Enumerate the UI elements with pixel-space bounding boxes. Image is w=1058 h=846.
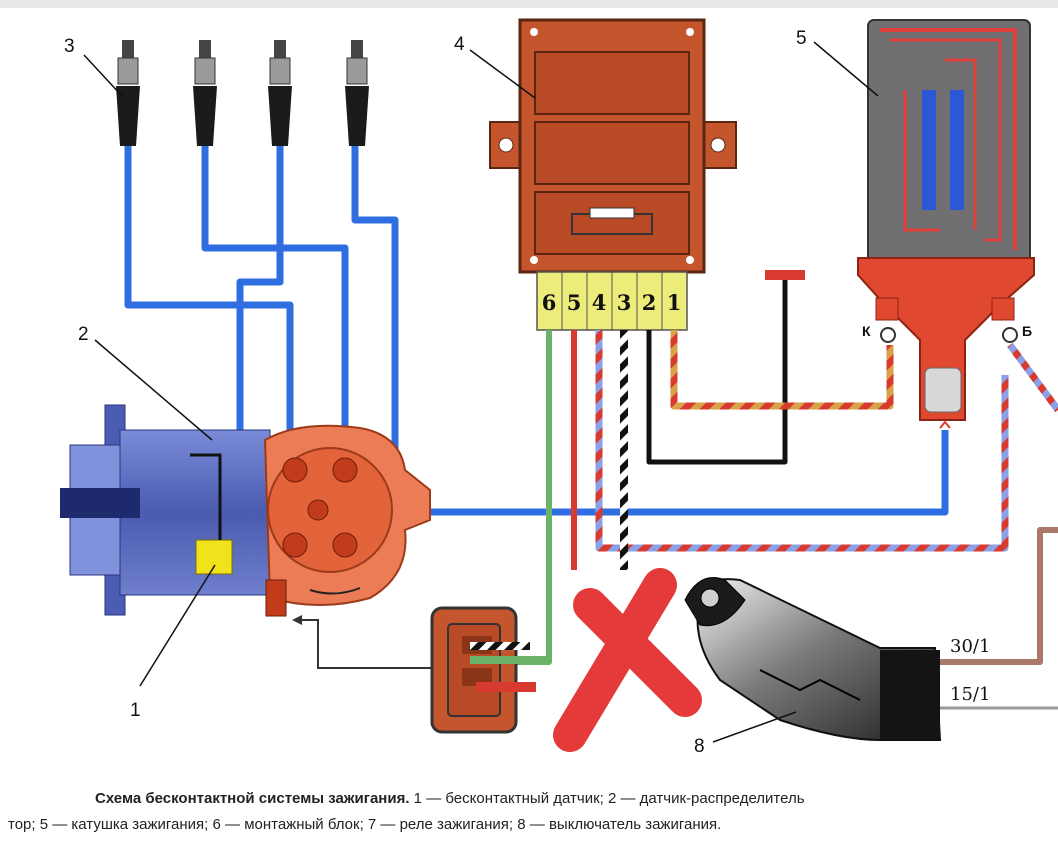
spark-plug-1 bbox=[116, 40, 140, 146]
terminal-b-ring bbox=[1002, 327, 1018, 343]
pin-label-6: 6 bbox=[542, 290, 557, 315]
wire-coil-b-out bbox=[1007, 342, 1058, 413]
wire-label-15: 15/1 bbox=[950, 684, 990, 705]
top-bar bbox=[0, 0, 1058, 8]
hall-sensor bbox=[195, 539, 233, 575]
callout-1: 1 bbox=[130, 700, 141, 721]
caption-line-2: тор; 5 — катушка зажигания; 6 — монтажны… bbox=[8, 816, 722, 833]
module-pin-block: 6 5 4 3 2 1 bbox=[536, 271, 688, 331]
spark-plug-4 bbox=[345, 40, 369, 146]
ignition-switch bbox=[684, 577, 942, 741]
figure-caption: Схема бесконтактной системы зажигания. 1… bbox=[0, 786, 1058, 838]
pin-label-5: 5 bbox=[567, 290, 582, 315]
callout-5: 5 bbox=[796, 28, 807, 49]
wire-pin2-black bbox=[646, 280, 788, 465]
wire-pin1-red-yellow bbox=[670, 330, 894, 410]
terminal-k-label: К bbox=[862, 323, 871, 339]
sensor-signal-line bbox=[298, 619, 432, 669]
mounting-block-connector bbox=[430, 606, 550, 734]
caption-line-1: Схема бесконтактной системы зажигания. 1… bbox=[0, 786, 1058, 812]
commutator-module bbox=[489, 18, 737, 274]
callout-2: 2 bbox=[78, 324, 89, 345]
pin-label-1: 1 bbox=[667, 290, 682, 315]
key-slot-icon bbox=[700, 588, 720, 608]
t-connector bbox=[765, 270, 805, 280]
callout-leaders bbox=[83, 41, 879, 743]
hv-wire-coil bbox=[320, 430, 949, 516]
wire-pin4-red-blue bbox=[595, 330, 1009, 552]
pin-label-4: 4 bbox=[592, 290, 607, 315]
hv-wires bbox=[124, 146, 949, 544]
terminal-b-label: Б bbox=[1022, 323, 1032, 339]
terminal-k-ring bbox=[880, 327, 896, 343]
ignition-diagram: 6 5 4 3 2 1 К Б bbox=[60, 18, 1058, 757]
caption-line-1-rest: 1 — бесконтактный датчик; 2 — датчик-рас… bbox=[409, 790, 805, 807]
ignition-coil: К Б bbox=[857, 19, 1035, 429]
caption-title: Схема бесконтактной системы зажигания. bbox=[95, 790, 410, 807]
red-cross-mark bbox=[553, 568, 702, 752]
spark-plug-3 bbox=[268, 40, 292, 146]
callout-3: 3 bbox=[64, 36, 75, 57]
callout-4: 4 bbox=[454, 34, 465, 55]
callout-8: 8 bbox=[694, 736, 705, 757]
distributor bbox=[60, 404, 431, 617]
hv-wire-1 bbox=[124, 146, 294, 470]
wire-brown-30 bbox=[940, 527, 1058, 665]
hv-wire-2 bbox=[201, 146, 349, 470]
pin-label-2: 2 bbox=[642, 290, 657, 315]
spark-plug-2 bbox=[193, 40, 217, 146]
wire-label-30: 30/1 bbox=[950, 636, 990, 657]
pin-label-3: 3 bbox=[617, 290, 632, 315]
